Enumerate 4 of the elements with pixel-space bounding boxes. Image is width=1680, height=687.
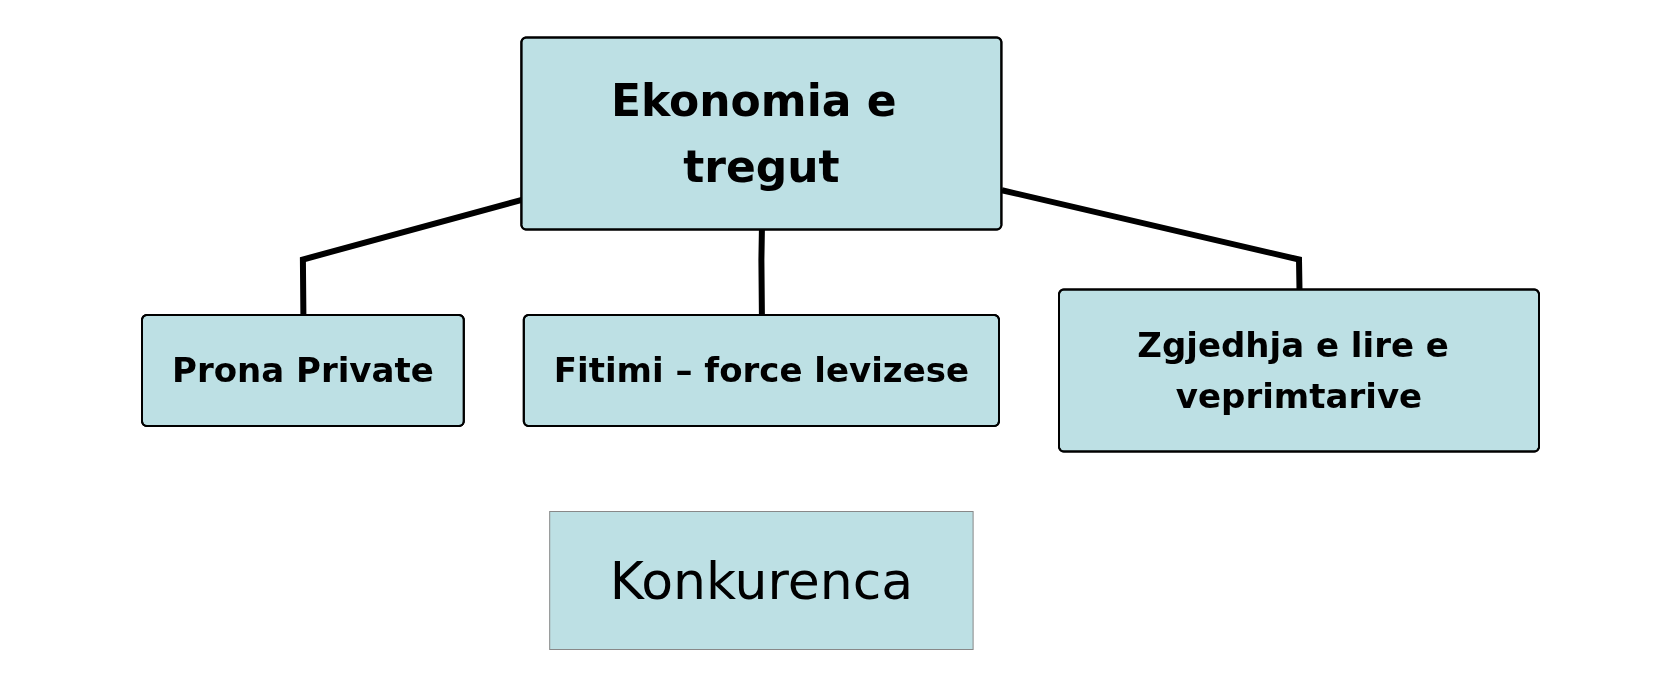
node-box: Konkurenca [548, 511, 974, 650]
connector [299, 197, 523, 316]
connector [757, 229, 765, 316]
connector [1000, 187, 1302, 291]
